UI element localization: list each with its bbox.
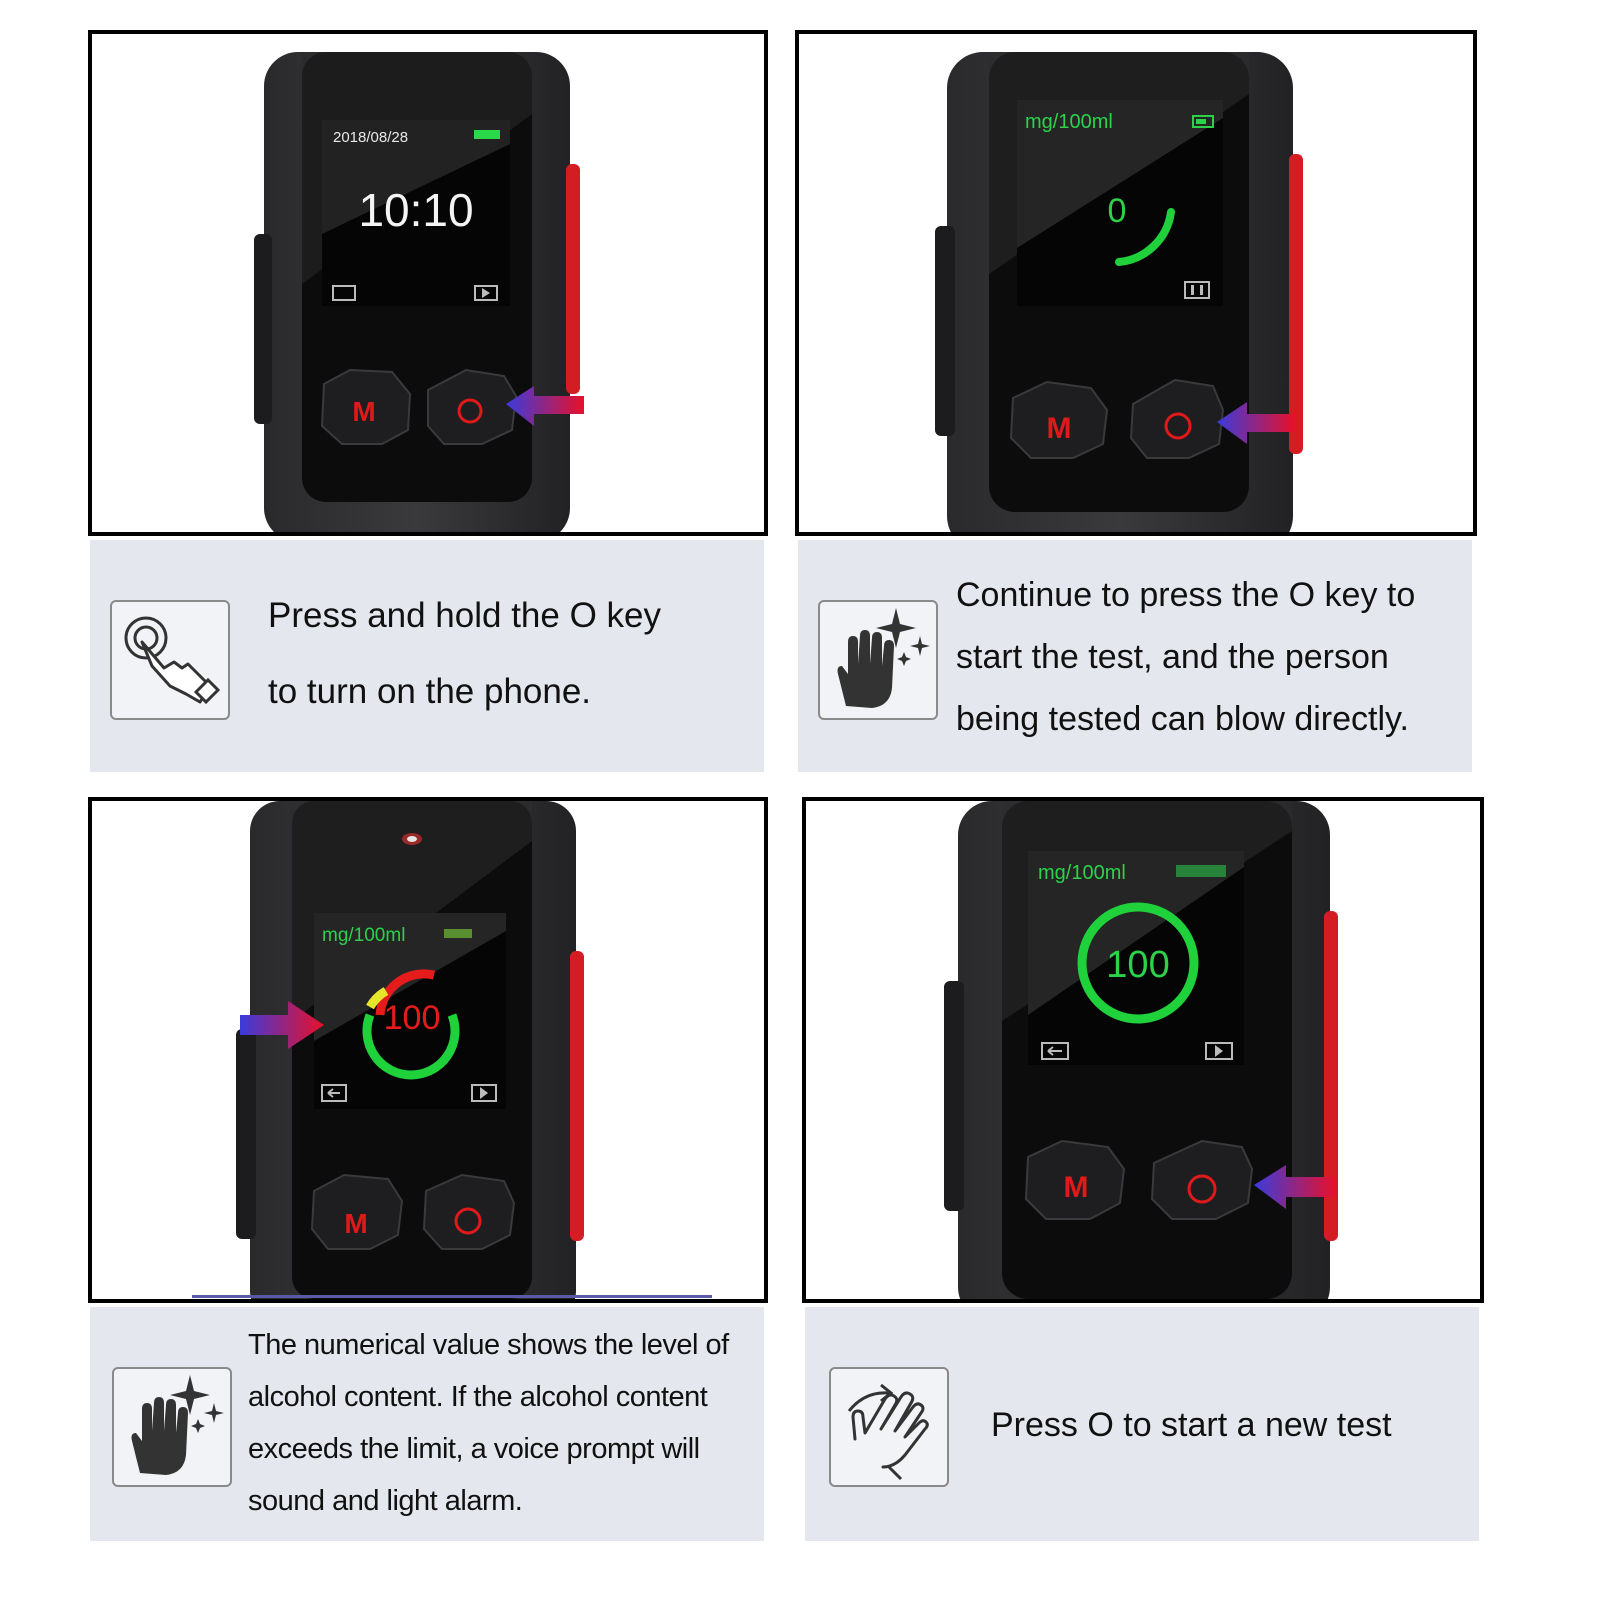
screen-date: 2018/08/28 [333, 129, 408, 146]
step-2-line-2: start the test, and the person [956, 638, 1389, 676]
m-key [1024, 1139, 1126, 1220]
m-key-label: M [1047, 412, 1072, 445]
step-4-device-photo: mg/100ml 100 M [802, 797, 1484, 1303]
m-key-label: M [344, 1208, 367, 1239]
gauge-arc [1115, 208, 1175, 266]
m-key-label: M [1064, 1171, 1089, 1204]
step-1-line-1: Press and hold the O key [268, 596, 661, 635]
step-2-device-photo: mg/100ml 0 M [795, 30, 1477, 536]
hand-sparkle-icon [818, 600, 938, 720]
m-key [320, 368, 412, 445]
pointer-arrow [506, 386, 584, 426]
step-3-line-2: alcohol content. If the alcohol content [248, 1381, 708, 1413]
gauge-arc-red [375, 969, 436, 1016]
o-key-symbol [1187, 1174, 1217, 1204]
o-key [422, 1173, 516, 1250]
gauge-arc-yellow [366, 987, 389, 1010]
screen-unit: mg/100ml [1025, 111, 1113, 133]
step-2-caption: Continue to press the O key to start the… [798, 540, 1472, 772]
step-3-caption: The numerical value shows the level of a… [90, 1307, 764, 1541]
step-3-line-1: The numerical value shows the level of [248, 1329, 729, 1361]
step-1-line-2: to turn on the phone. [268, 672, 592, 711]
step-4-text: Press O to start a new test [991, 1405, 1392, 1445]
step-4-line-1: Press O to start a new test [991, 1406, 1392, 1444]
tap-finger-icon [110, 600, 230, 720]
step-2-line-1: Continue to press the O key to [956, 576, 1416, 614]
step-3-line-4: sound and light alarm. [248, 1485, 523, 1517]
o-key-symbol [1164, 412, 1192, 440]
o-key [427, 368, 518, 445]
pointer-arrow [240, 1001, 324, 1049]
screen-unit: mg/100ml [322, 925, 405, 946]
step-1-text: Press and hold the O key to turn on the … [268, 578, 661, 730]
step-2-line-3: being tested can blow directly. [956, 700, 1409, 738]
gauge-ring [1077, 902, 1199, 1024]
o-key [1129, 378, 1225, 459]
o-key-symbol [457, 398, 483, 424]
step-3-device-photo: mg/100ml 100 M [88, 797, 768, 1303]
screen-value: 100 [1106, 944, 1169, 986]
step-2-text: Continue to press the O key to start the… [956, 564, 1415, 750]
swipe-hand-icon [829, 1367, 949, 1487]
m-key [1009, 380, 1109, 459]
m-key [310, 1173, 404, 1250]
step-3-text: The numerical value shows the level of a… [248, 1319, 729, 1527]
screen-value: 0 [1108, 192, 1127, 230]
o-key [1150, 1139, 1254, 1220]
step-3-line-3: exceeds the limit, a voice prompt will [248, 1433, 700, 1465]
screen-time: 10:10 [358, 184, 473, 236]
hand-sparkle-icon-2 [112, 1367, 232, 1487]
pointer-arrow [1217, 402, 1295, 444]
screen-value: 100 [384, 999, 441, 1037]
o-key-symbol [454, 1207, 482, 1235]
step-4-caption: Press O to start a new test [805, 1307, 1479, 1541]
step-1-caption: Press and hold the O key to turn on the … [90, 540, 764, 772]
gauge-arc-green [362, 1013, 460, 1080]
pointer-arrow [1254, 1165, 1336, 1209]
screen-unit: mg/100ml [1038, 862, 1126, 884]
m-key-label: M [352, 396, 375, 427]
step-1-device-photo: 2018/08/28 10:10 M [88, 30, 768, 536]
